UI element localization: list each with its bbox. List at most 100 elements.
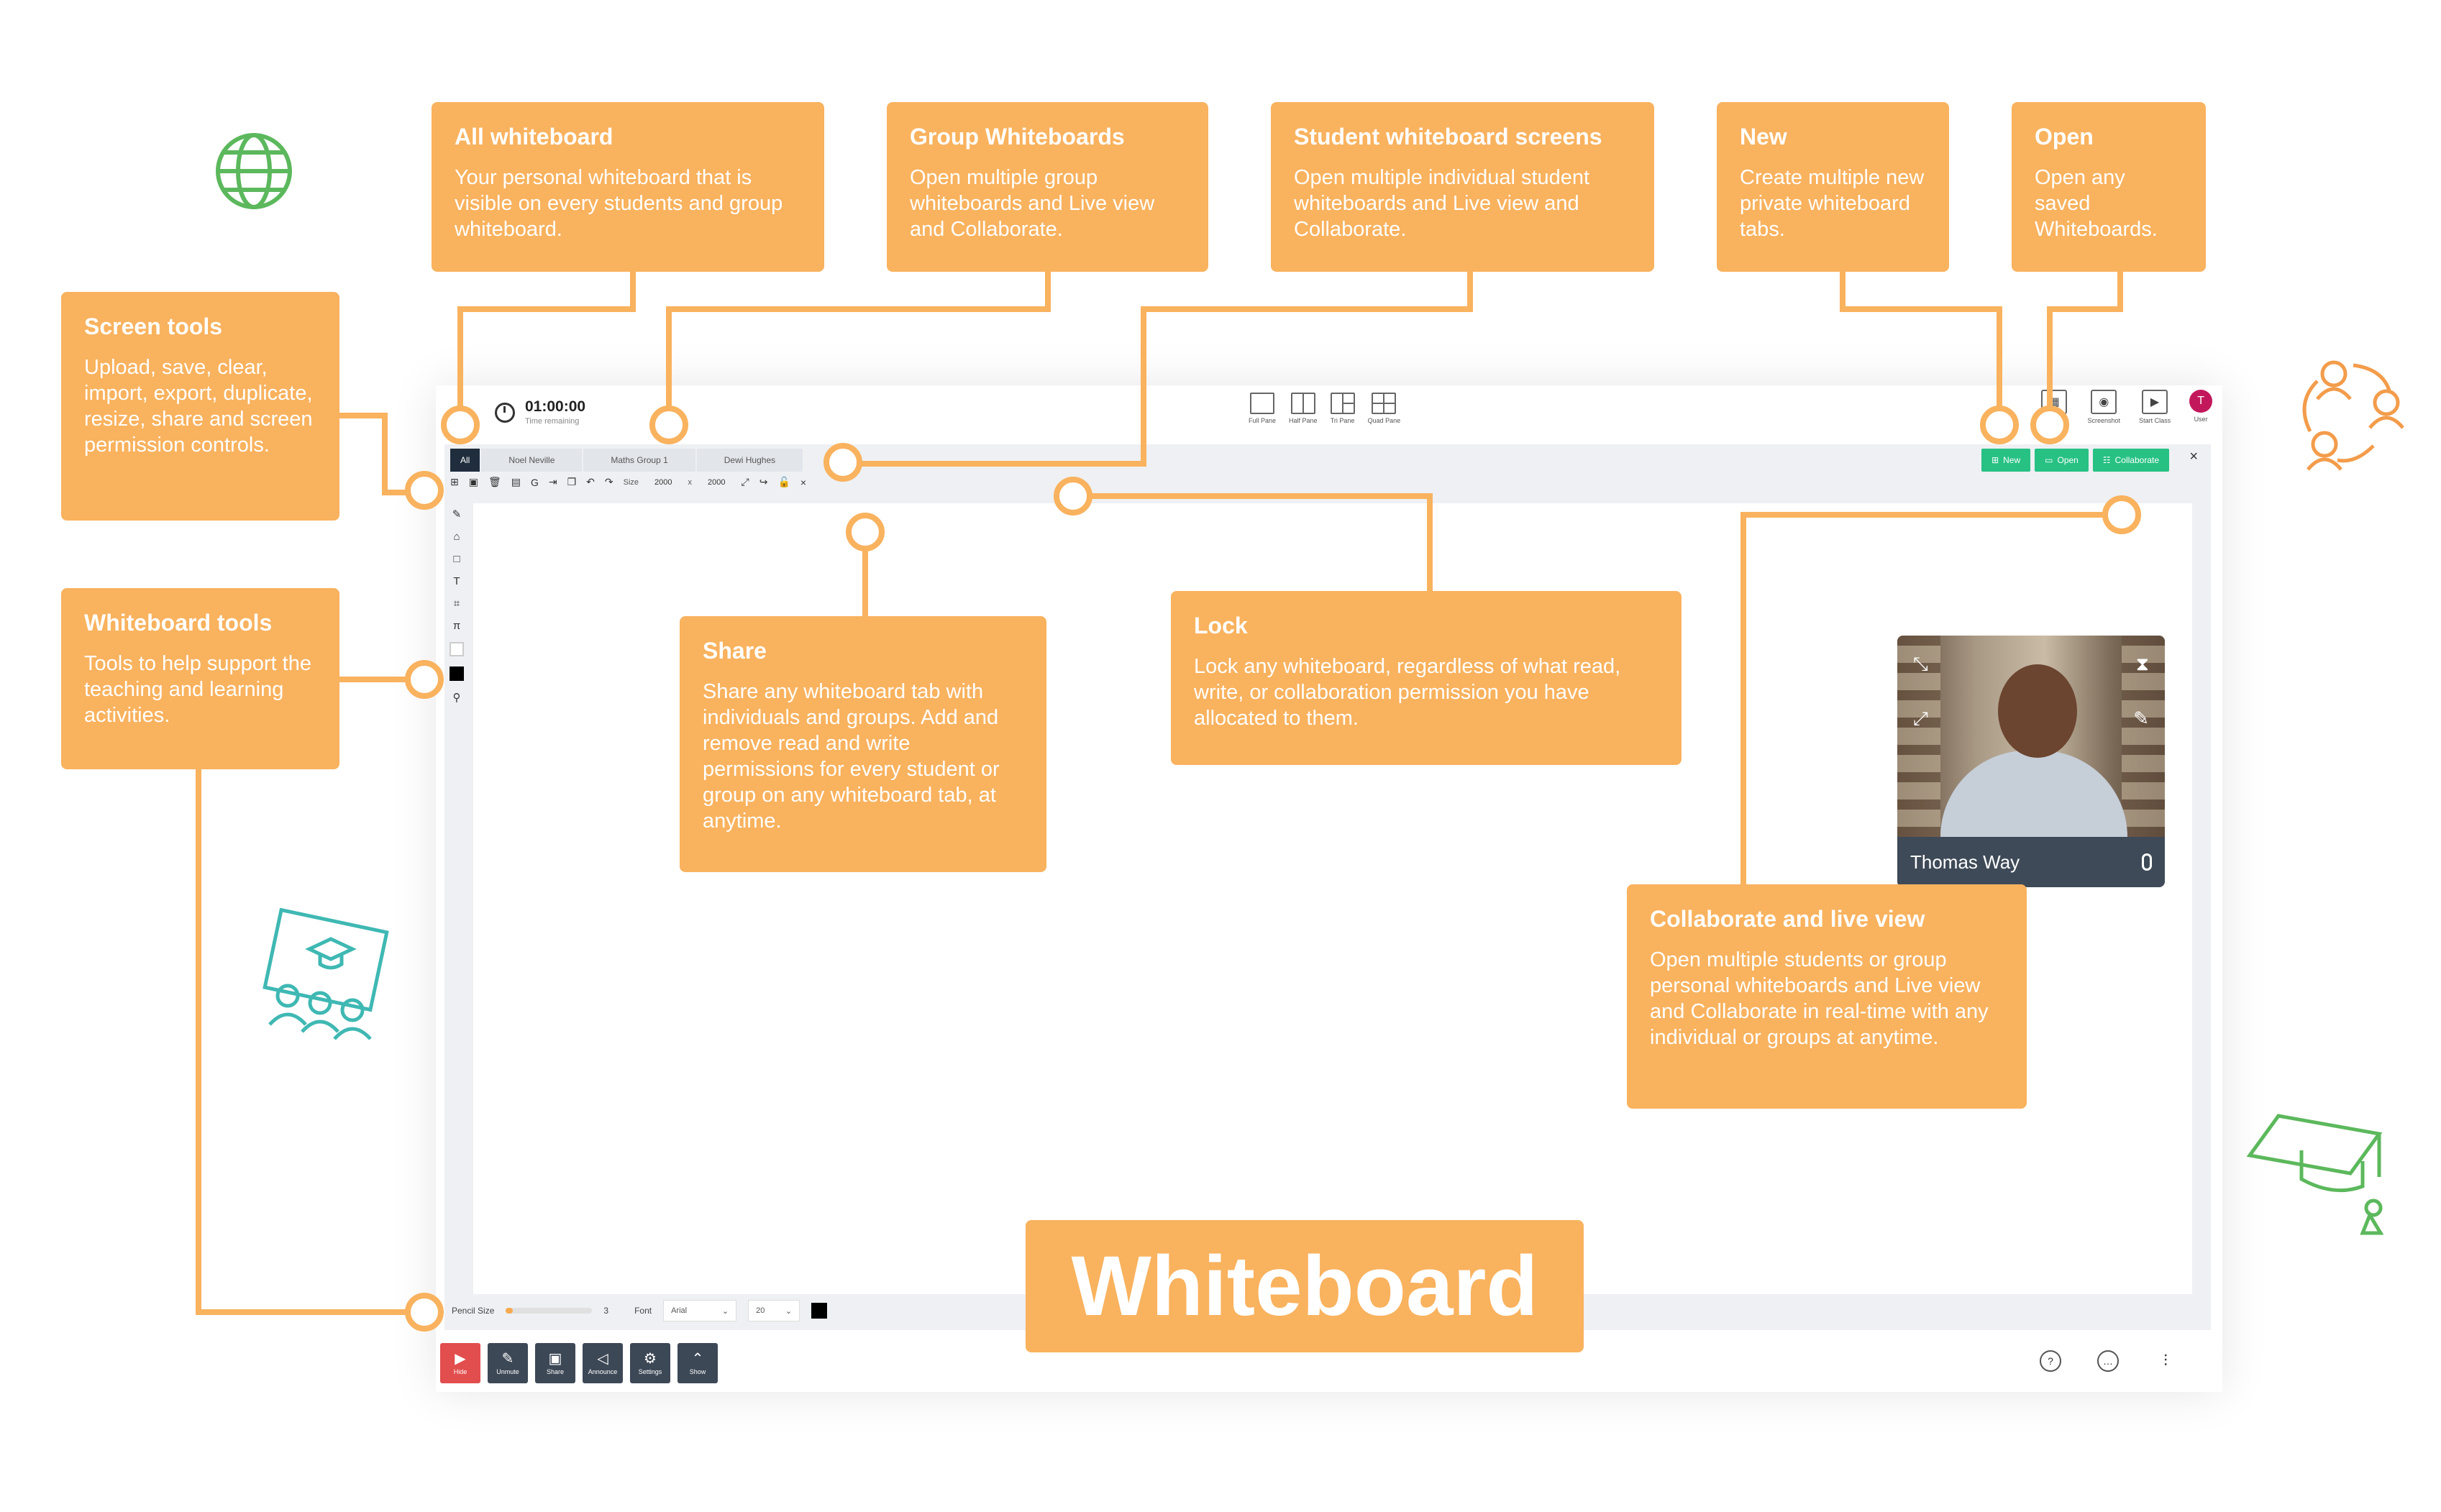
expand-icon[interactable]: ⤡	[1913, 653, 1928, 674]
font-color-swatch[interactable]	[811, 1303, 828, 1319]
pencil-size-slider[interactable]	[506, 1308, 593, 1314]
collaboration-cycle-icon	[2302, 360, 2404, 471]
quad-pane-button[interactable]: Quad Pane	[1368, 393, 1400, 424]
zoom-icon[interactable]: ⚲	[452, 692, 461, 704]
height-input[interactable]: 2000	[708, 477, 726, 487]
crop-icon[interactable]: ⌗	[453, 597, 460, 610]
close-icon[interactable]: ×	[2189, 449, 2198, 464]
settings-button[interactable]: ⚙ Settings	[630, 1343, 670, 1383]
tab-all[interactable]: All	[450, 449, 480, 472]
lock-icon[interactable]: 🔓	[777, 476, 790, 487]
callout-group-whiteboards: Group Whiteboards Open multiple group wh…	[887, 102, 1208, 272]
video-tile[interactable]: ⤡ ⤢ ⧗ ✎ Thomas Way	[1897, 636, 2165, 887]
color-black[interactable]	[450, 666, 464, 681]
timer-label: Time remaining	[525, 417, 580, 426]
whiteboard-actions: ⊞ New ▭ Open ☷ Collaborate	[1981, 449, 2169, 472]
show-button[interactable]: ⌃ Show	[677, 1343, 718, 1383]
redo-icon[interactable]: ↷	[604, 476, 613, 487]
resize-icon[interactable]: ⤢	[741, 476, 749, 487]
chevron-down-icon: ⌄	[721, 1306, 729, 1316]
whiteboard-tools: ✎ ⌂ □ T ⌗ π ⚲	[444, 502, 469, 1306]
tri-pane-button[interactable]: Tri Pane	[1330, 393, 1355, 424]
clear-icon[interactable]: 🗑	[488, 476, 501, 487]
tab-maths-group-1[interactable]: Maths Group 1	[583, 449, 695, 472]
calculator-button[interactable]: ▦ Calculator	[2040, 390, 2069, 424]
chevron-up-icon: ⌃	[691, 1350, 704, 1367]
announce-icon: ◁	[597, 1350, 608, 1367]
hide-button[interactable]: ▶ Hide	[440, 1343, 480, 1383]
folder-icon: ▭	[2045, 455, 2053, 465]
settings-icon: ⚙	[644, 1350, 657, 1367]
share-icon[interactable]: ↪	[759, 476, 768, 487]
color-white[interactable]	[450, 642, 464, 656]
mic-icon[interactable]	[2142, 853, 2152, 871]
screenshot-button[interactable]: ◉ Screenshot	[2088, 390, 2120, 424]
page-title: Whiteboard	[1026, 1220, 1584, 1352]
callout-whiteboard-tools: Whiteboard tools Tools to help support t…	[61, 588, 339, 769]
user-menu[interactable]: T User	[2189, 390, 2213, 423]
mic-off-icon: ✎	[501, 1350, 514, 1367]
half-pane-button[interactable]: Half Pane	[1289, 393, 1318, 424]
text-icon[interactable]: T	[453, 575, 460, 587]
size-times: x	[688, 477, 693, 487]
tool-options: Pencil Size 3 Font Arial ⌄ 20 ⌄	[452, 1300, 828, 1321]
tab-dewi-hughes[interactable]: Dewi Hughes	[696, 449, 803, 472]
classroom-icon	[263, 907, 389, 1040]
full-pane-button[interactable]: Full Pane	[1249, 393, 1276, 424]
callout-lock: Lock Lock any whiteboard, regardless of …	[1171, 591, 1682, 765]
help-icon[interactable]: ?	[2040, 1350, 2061, 1372]
duplicate-icon[interactable]: ❐	[567, 476, 577, 487]
callout-all-whiteboard: All whiteboard Your personal whiteboard …	[432, 102, 824, 272]
font-select[interactable]: Arial ⌄	[663, 1300, 737, 1321]
undo-icon[interactable]: ↶	[586, 476, 595, 487]
timer-value: 01:00:00	[525, 398, 586, 415]
font-size-select[interactable]: 20 ⌄	[748, 1300, 800, 1321]
chevron-down-icon: ⌄	[785, 1306, 793, 1316]
share-screen-button[interactable]: ▣ Share	[535, 1343, 575, 1383]
unmute-button[interactable]: ✎ Unmute	[488, 1343, 528, 1383]
timer-icon	[495, 403, 515, 423]
video-name-bar: Thomas Way	[1897, 837, 2165, 887]
close-toolbar-icon[interactable]: ×	[800, 476, 807, 488]
google-icon[interactable]: G	[530, 476, 539, 488]
pane-layout-selector: Full Pane Half Pane Tri Pane Quad Pane	[1249, 393, 1400, 424]
half-pane-icon	[1290, 393, 1315, 414]
pencil-size-label: Pencil Size	[452, 1306, 495, 1316]
open-button[interactable]: ▭ Open	[2035, 449, 2089, 472]
screen-toolbar: ⊞ ▣ 🗑 ▤ G ⇥ ❐ ↶ ↷ Size 2000 x 2000 ⤢ ↪ 🔓…	[450, 476, 806, 488]
timer: 01:00:00 Time remaining	[495, 398, 585, 426]
collaborate-button[interactable]: ☷ Collaborate	[2092, 449, 2169, 472]
pencil-size-value: 3	[603, 1306, 609, 1316]
calculator-icon: ▦	[2041, 390, 2068, 414]
globe-icon	[216, 133, 292, 209]
start-class-button[interactable]: ▶ Start Class	[2139, 390, 2171, 424]
tab-noel-neville[interactable]: Noel Neville	[481, 449, 583, 472]
import-icon[interactable]: ▤	[511, 476, 521, 487]
pi-icon[interactable]: π	[452, 620, 461, 632]
play-icon: ▶	[2142, 390, 2168, 414]
callout-student-screens: Student whiteboard screens Open multiple…	[1271, 102, 1654, 272]
size-label: Size	[623, 477, 639, 487]
pencil-icon[interactable]: ✎	[452, 508, 462, 521]
hourglass-icon[interactable]: ⧗	[2135, 653, 2149, 674]
participant-name: Thomas Way	[1910, 851, 2020, 873]
whiteboard-tabs: All Noel Neville Maths Group 1 Dewi Hugh…	[450, 449, 803, 472]
chat-icon[interactable]: …	[2097, 1350, 2119, 1372]
resize-video-icon[interactable]: ⤢	[1913, 707, 1928, 729]
save-icon[interactable]: ▣	[468, 476, 478, 487]
new-button[interactable]: ⊞ New	[1981, 449, 2031, 472]
pen-icon[interactable]: ✎	[2133, 707, 2149, 729]
callout-new: New Create multiple new private whiteboa…	[1717, 102, 1949, 272]
font-label: Font	[634, 1306, 652, 1316]
pencil-size-fill	[506, 1308, 513, 1314]
camera-icon: ◉	[2091, 390, 2117, 414]
export-icon[interactable]: ⇥	[548, 476, 557, 487]
eraser-icon[interactable]: ⌂	[453, 531, 460, 543]
shape-icon[interactable]: □	[453, 553, 460, 565]
tri-pane-icon	[1330, 393, 1355, 414]
announce-button[interactable]: ◁ Announce	[583, 1343, 623, 1383]
callout-collaborate: Collaborate and live view Open multiple …	[1627, 884, 2027, 1109]
sliders-icon[interactable]: ⫶	[2163, 1352, 2168, 1370]
upload-icon[interactable]: ⊞	[450, 476, 459, 487]
width-input[interactable]: 2000	[654, 477, 672, 487]
